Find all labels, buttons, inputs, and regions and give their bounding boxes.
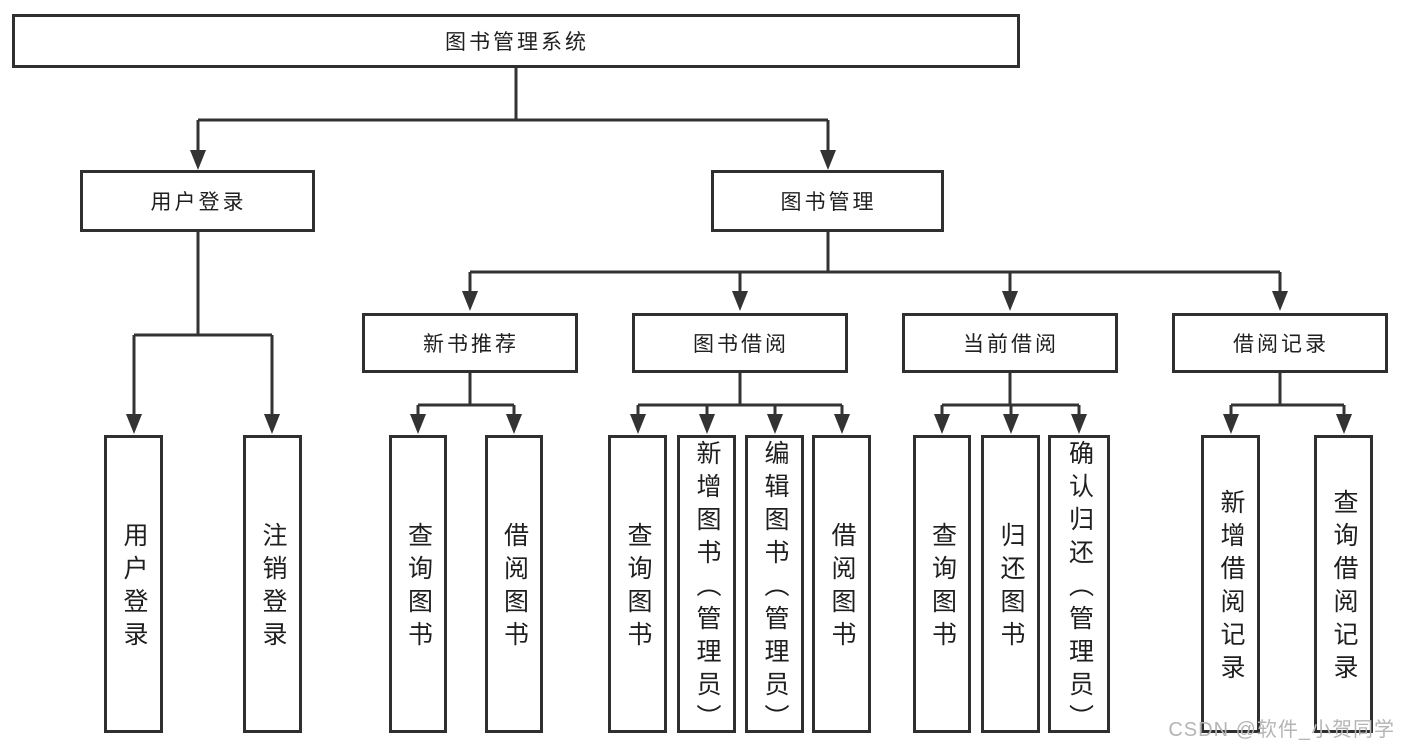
arrowhead bbox=[126, 414, 142, 434]
csdn-watermark: CSDN @软件_小贺同学 bbox=[1168, 719, 1395, 741]
leaf-query-borrow-record: 查询借阅记录 bbox=[1314, 435, 1373, 733]
arrowhead bbox=[1003, 414, 1019, 434]
node-label: 归还图书 bbox=[997, 522, 1024, 654]
node-label: 编辑图书（管理员） bbox=[761, 439, 788, 737]
node-label: 新增借阅记录 bbox=[1217, 489, 1244, 687]
node-label: 新增图书（管理员） bbox=[693, 439, 720, 737]
arrowhead bbox=[1002, 291, 1018, 311]
node-borrow-record: 借阅记录 bbox=[1172, 313, 1388, 373]
leaf-edit-books-admin: 编辑图书（管理员） bbox=[745, 435, 804, 737]
node-label: 用户登录 bbox=[150, 190, 247, 214]
arrowhead bbox=[1223, 414, 1239, 434]
connector-currentborrow-to-children bbox=[940, 373, 1081, 418]
node-book-borrow: 图书借阅 bbox=[632, 313, 848, 373]
leaf-return-books: 归还图书 bbox=[981, 435, 1040, 733]
arrowhead bbox=[190, 150, 206, 170]
node-label: 图书管理系统 bbox=[445, 30, 589, 54]
node-label: 查询图书 bbox=[624, 522, 651, 654]
arrowhead bbox=[732, 291, 748, 311]
leaf-add-books-admin: 新增图书（管理员） bbox=[677, 435, 736, 737]
connector-userlogin-to-children bbox=[132, 232, 274, 418]
leaf-borrow-books: 借阅图书 bbox=[812, 435, 871, 733]
node-label: 图书借阅 bbox=[693, 332, 789, 356]
arrowhead bbox=[462, 291, 478, 311]
arrowhead bbox=[934, 414, 950, 434]
arrowhead bbox=[767, 414, 783, 434]
node-label: 借阅记录 bbox=[1233, 332, 1329, 356]
arrowhead bbox=[820, 150, 836, 170]
leaf-query-books-current: 查询图书 bbox=[913, 435, 971, 733]
node-label: 当前借阅 bbox=[963, 332, 1059, 356]
node-label: 用户登录 bbox=[120, 522, 147, 654]
leaf-query-books-borrow: 查询图书 bbox=[608, 435, 667, 733]
leaf-logout: 注销登录 bbox=[243, 435, 302, 733]
leaf-borrow-books-newrec: 借阅图书 bbox=[485, 435, 543, 733]
node-label: 查询图书 bbox=[404, 522, 432, 654]
node-label: 借阅图书 bbox=[828, 522, 855, 654]
arrowhead bbox=[1336, 414, 1352, 434]
connector-bookborrow-to-children bbox=[636, 373, 844, 418]
arrowhead bbox=[699, 414, 715, 434]
node-label: 新书推荐 bbox=[423, 332, 519, 356]
node-label: 查询图书 bbox=[928, 522, 956, 654]
connector-root-to-level2 bbox=[196, 68, 830, 152]
node-new-book-recommend: 新书推荐 bbox=[362, 313, 578, 373]
node-label: 查询借阅记录 bbox=[1330, 489, 1357, 687]
node-user-login: 用户登录 bbox=[80, 170, 315, 232]
connector-bookmgmt-to-level3 bbox=[468, 232, 1282, 295]
node-root-library-system: 图书管理系统 bbox=[12, 14, 1020, 68]
node-current-borrow: 当前借阅 bbox=[902, 313, 1118, 373]
arrowhead bbox=[410, 414, 426, 434]
connector-borrowrecord-to-children bbox=[1229, 373, 1346, 418]
arrowhead bbox=[1272, 291, 1288, 311]
arrowhead bbox=[1071, 414, 1087, 434]
node-label: 借阅图书 bbox=[500, 522, 528, 654]
node-book-management: 图书管理 bbox=[711, 170, 944, 232]
arrowhead bbox=[264, 414, 280, 434]
arrowhead bbox=[834, 414, 850, 434]
leaf-confirm-return-admin: 确认归还（管理员） bbox=[1048, 435, 1110, 737]
connector-newbookrec-to-children bbox=[416, 373, 516, 418]
leaf-query-books-newrec: 查询图书 bbox=[389, 435, 447, 733]
leaf-add-borrow-record: 新增借阅记录 bbox=[1201, 435, 1260, 733]
node-label: 图书管理 bbox=[780, 190, 877, 214]
node-label: 注销登录 bbox=[259, 522, 286, 654]
node-label: 确认归还（管理员） bbox=[1065, 439, 1093, 737]
arrowhead bbox=[630, 414, 646, 434]
leaf-user-login: 用户登录 bbox=[104, 435, 163, 733]
arrowhead bbox=[506, 414, 522, 434]
